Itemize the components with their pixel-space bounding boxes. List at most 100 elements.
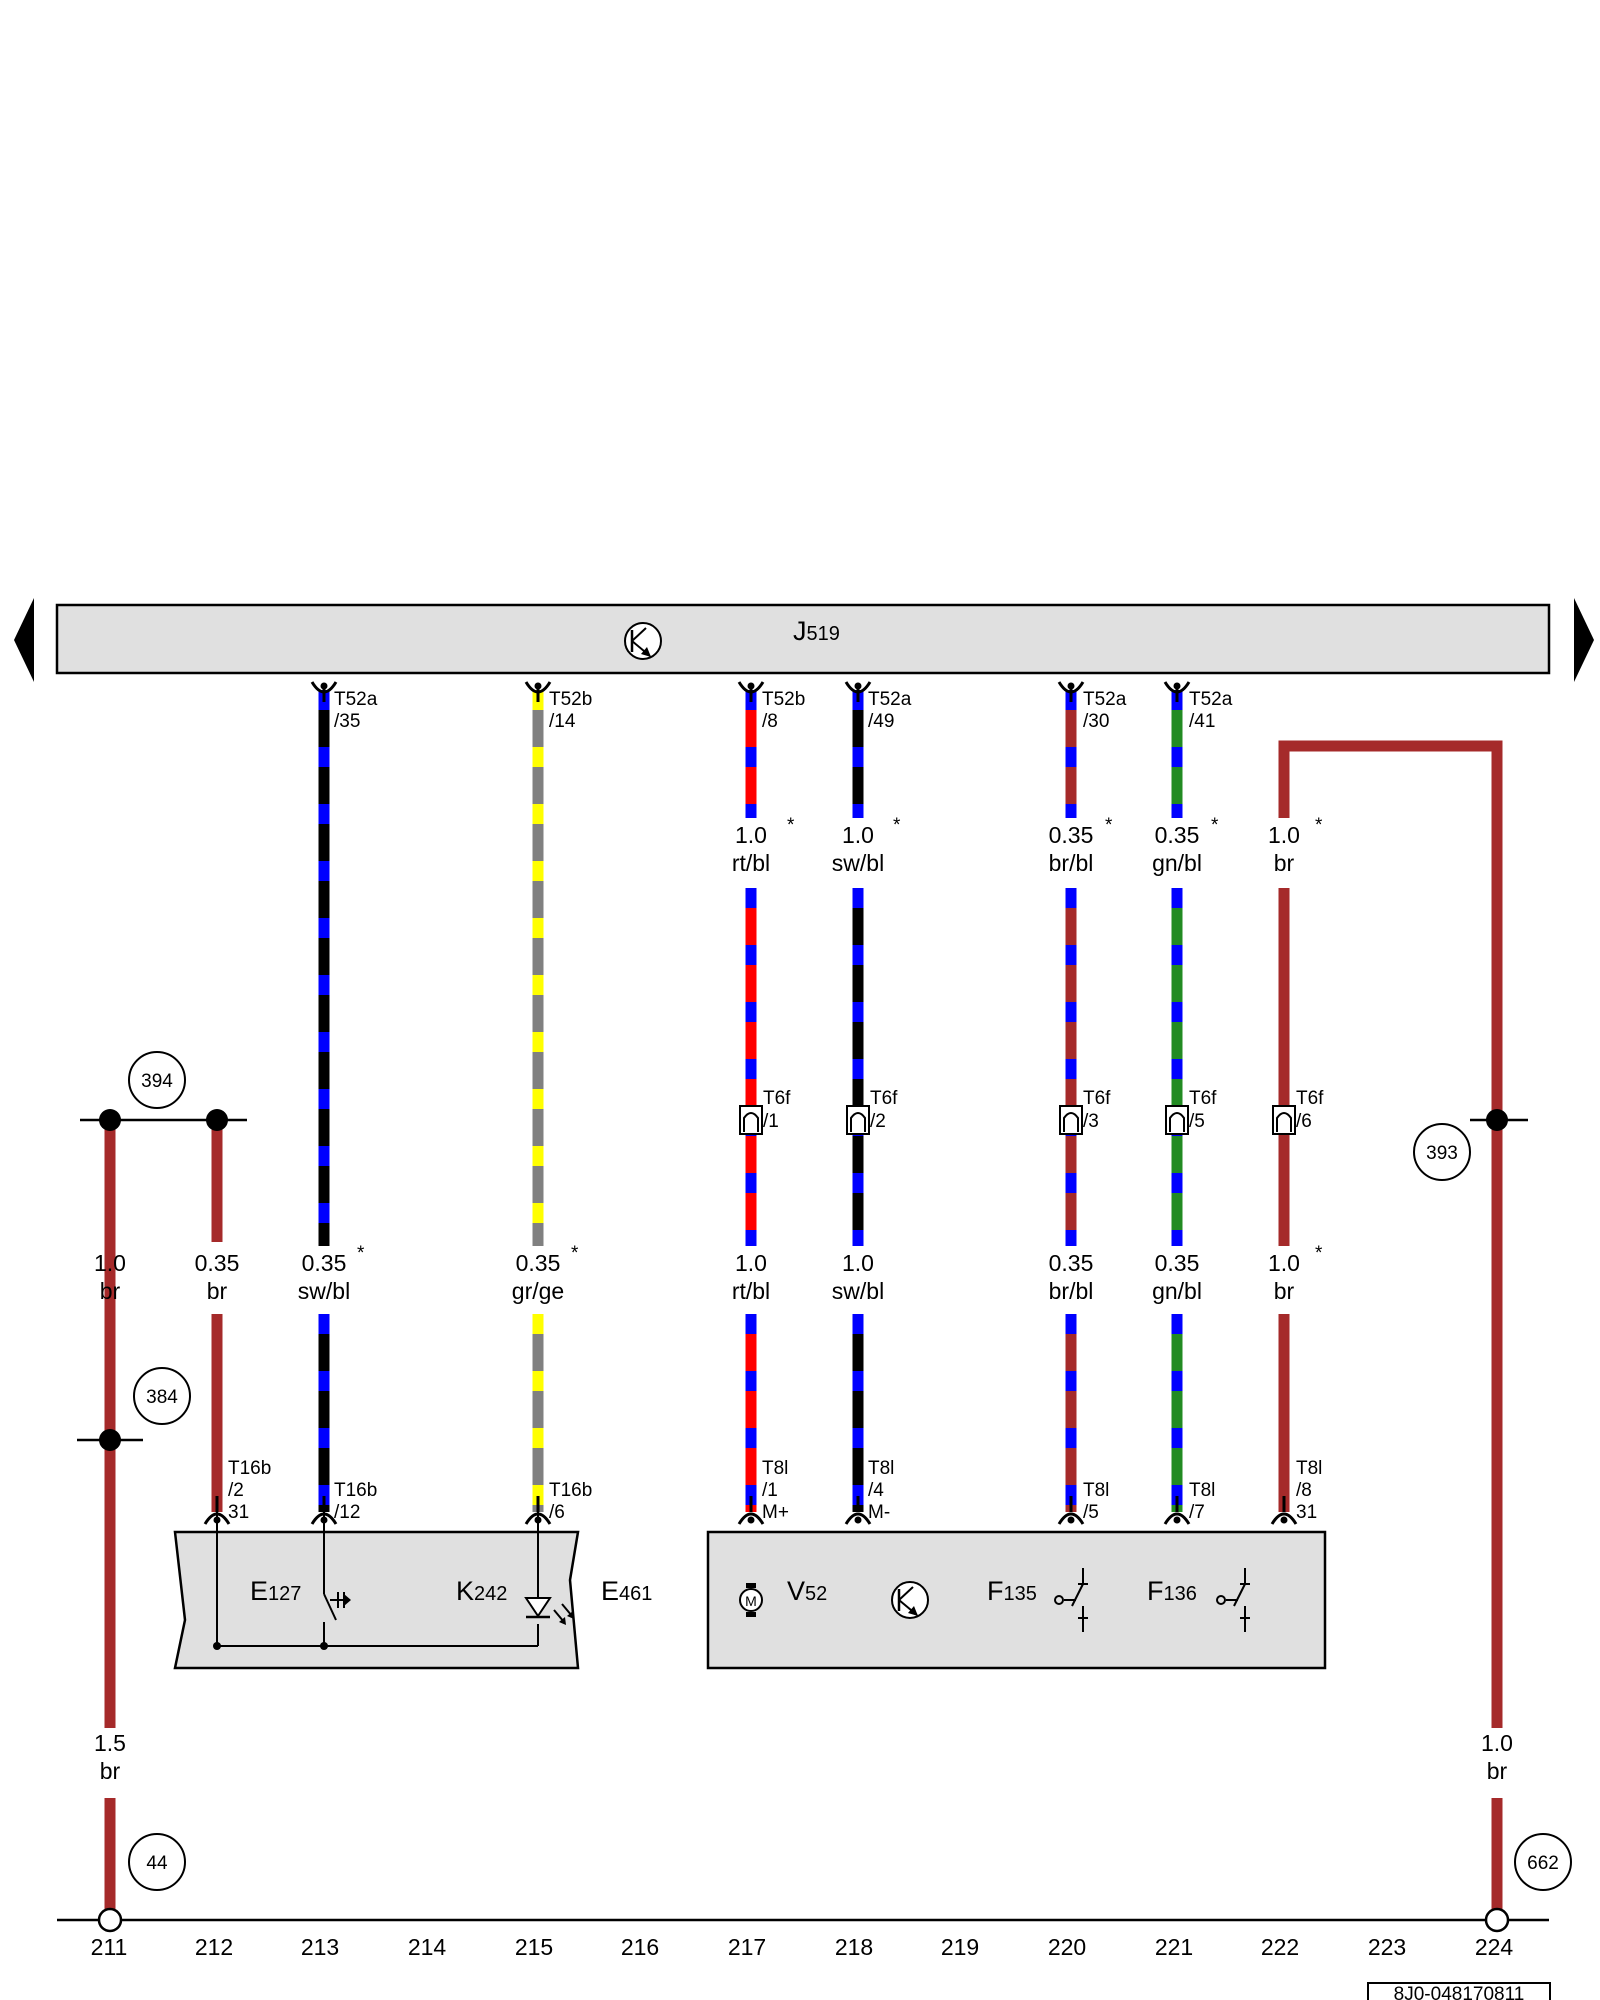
component-e127-label: E127 bbox=[250, 1576, 301, 1606]
wire-label: 1.0 sw/bl * bbox=[832, 815, 901, 876]
svg-text:T6f/1: T6f/1 bbox=[763, 1088, 791, 1132]
receptacle-icon bbox=[737, 1512, 765, 1525]
terminal-label: T52a/49 bbox=[868, 689, 912, 732]
reference-394[interactable]: 394 bbox=[128, 1051, 186, 1109]
reference-384[interactable]: 384 bbox=[133, 1367, 191, 1425]
internal-wiring bbox=[216, 1512, 539, 1647]
splice-dot bbox=[99, 1429, 121, 1451]
terminal-label: T52a/30 bbox=[1083, 689, 1127, 732]
svg-text:gn/bl: gn/bl bbox=[1152, 850, 1202, 876]
svg-text:br/bl: br/bl bbox=[1049, 850, 1094, 876]
svg-text:219: 219 bbox=[941, 1934, 979, 1960]
svg-text:0.35: 0.35 bbox=[195, 1250, 240, 1276]
svg-text:*: * bbox=[787, 815, 795, 836]
receptacle-pin bbox=[1067, 1516, 1075, 1524]
svg-text:220: 220 bbox=[1048, 1934, 1086, 1960]
svg-text:br: br bbox=[100, 1758, 121, 1784]
svg-text:1.0: 1.0 bbox=[735, 822, 767, 848]
component-block-left: E127 K242 E461 bbox=[173, 1512, 652, 1670]
next-page-arrow[interactable] bbox=[1574, 598, 1594, 682]
svg-text:br: br bbox=[1274, 850, 1295, 876]
lower-wire-labels: 1.0 br 0.35 br 0.35 sw/bl * 0.35 gr/ge *… bbox=[94, 1243, 1323, 1304]
svg-text:T8l/7: T8l/7 bbox=[1189, 1480, 1215, 1523]
svg-text:T8l/4M-: T8l/4M- bbox=[868, 1458, 894, 1523]
previous-page-arrow[interactable] bbox=[14, 598, 34, 682]
upper-wire-labels: 1.0 rt/bl * 1.0 sw/bl * 0.35 br/bl * 0.3… bbox=[732, 815, 1323, 876]
top-terminal-labels: T52a/35 T52b/14 T52b/8 T52a/49 T52a/30 T… bbox=[334, 689, 1233, 732]
svg-text:T8l/1M+: T8l/1M+ bbox=[762, 1458, 789, 1523]
electronic-unit-icon bbox=[891, 1581, 929, 1619]
svg-text:1.5: 1.5 bbox=[94, 1730, 126, 1756]
svg-text:384: 384 bbox=[146, 1387, 178, 1408]
svg-text:*: * bbox=[1211, 815, 1219, 836]
svg-text:br: br bbox=[100, 1278, 121, 1304]
wires bbox=[104, 690, 1503, 1920]
svg-text:394: 394 bbox=[141, 1071, 173, 1092]
svg-text:1.0: 1.0 bbox=[842, 822, 874, 848]
svg-text:1.0: 1.0 bbox=[1481, 1730, 1513, 1756]
svg-text:T6f/2: T6f/2 bbox=[870, 1088, 898, 1132]
svg-text:*: * bbox=[357, 1243, 365, 1264]
wire-label: 0.35 gn/bl * bbox=[1152, 815, 1219, 876]
svg-text:*: * bbox=[1105, 815, 1113, 836]
svg-text:211: 211 bbox=[91, 1934, 128, 1960]
svg-text:1.0: 1.0 bbox=[94, 1250, 126, 1276]
svg-text:216: 216 bbox=[621, 1934, 659, 1960]
wire-222-224-loop bbox=[1278, 740, 1503, 1728]
wire-label: 0.35 gr/ge * bbox=[512, 1243, 579, 1304]
ground-points bbox=[97, 1907, 1510, 1933]
svg-text:br: br bbox=[1487, 1758, 1508, 1784]
svg-text:T6f/5: T6f/5 bbox=[1189, 1088, 1217, 1132]
receptacle-pin bbox=[1280, 1516, 1288, 1524]
component-block-right: M V52 F135 F136 bbox=[706, 1530, 1327, 1670]
svg-text:1.0: 1.0 bbox=[735, 1250, 767, 1276]
reference-662[interactable]: 662 bbox=[1514, 1833, 1572, 1891]
component-f136-label: F136 bbox=[1147, 1576, 1197, 1606]
splice-dot bbox=[206, 1109, 228, 1131]
component-f135-label: F135 bbox=[987, 1576, 1037, 1606]
svg-text:0.35: 0.35 bbox=[1155, 1250, 1200, 1276]
top-terminals bbox=[310, 681, 1191, 702]
svg-text:0.35: 0.35 bbox=[1049, 822, 1094, 848]
svg-text:217: 217 bbox=[728, 1934, 766, 1960]
svg-text:sw/bl: sw/bl bbox=[832, 850, 884, 876]
svg-text:223: 223 bbox=[1368, 1934, 1406, 1960]
svg-text:gr/ge: gr/ge bbox=[512, 1278, 564, 1304]
svg-text:213: 213 bbox=[301, 1934, 339, 1960]
svg-text:212: 212 bbox=[195, 1934, 233, 1960]
led-icon bbox=[524, 1597, 574, 1625]
wire-label: 1.0 br * bbox=[1268, 815, 1323, 876]
svg-text:rt/bl: rt/bl bbox=[732, 850, 770, 876]
svg-text:T8l/831: T8l/831 bbox=[1296, 1458, 1322, 1523]
electronic-unit-icon bbox=[624, 622, 662, 660]
svg-text:br/bl: br/bl bbox=[1049, 1278, 1094, 1304]
motor-icon: M bbox=[739, 1583, 763, 1617]
push-switch-icon bbox=[1054, 1568, 1088, 1632]
t6f-connectors: T6f/1 T6f/2 T6f/3 T6f/5 T6f/6 bbox=[739, 1088, 1324, 1135]
splice-dot bbox=[99, 1109, 121, 1131]
svg-text:sw/bl: sw/bl bbox=[298, 1278, 350, 1304]
svg-text:rt/bl: rt/bl bbox=[732, 1278, 770, 1304]
svg-text:222: 222 bbox=[1261, 1934, 1299, 1960]
push-switch-icon bbox=[1216, 1568, 1250, 1632]
reference-393[interactable]: 393 bbox=[1413, 1123, 1471, 1181]
svg-text:662: 662 bbox=[1527, 1853, 1559, 1874]
ground-point-44 bbox=[97, 1907, 123, 1933]
svg-text:*: * bbox=[1315, 815, 1323, 836]
receptacle-pin bbox=[1173, 1516, 1181, 1524]
control-unit-label: J519 bbox=[793, 616, 840, 646]
component-k242-label: K242 bbox=[456, 1576, 507, 1606]
svg-text:1.0: 1.0 bbox=[1268, 1250, 1300, 1276]
svg-text:224: 224 bbox=[1475, 1934, 1514, 1960]
receptacle-icon bbox=[1163, 1512, 1191, 1525]
terminal-label: T52b/14 bbox=[549, 689, 592, 732]
wire-label: 1.0 br bbox=[94, 1250, 126, 1304]
connector-t6f-6: T6f/6 bbox=[1272, 1088, 1324, 1135]
reference-44[interactable]: 44 bbox=[128, 1833, 186, 1891]
svg-text:*: * bbox=[1315, 1243, 1323, 1264]
svg-text:215: 215 bbox=[515, 1934, 553, 1960]
svg-text:214: 214 bbox=[408, 1934, 447, 1960]
svg-text:44: 44 bbox=[146, 1853, 168, 1874]
svg-text:218: 218 bbox=[835, 1934, 873, 1960]
